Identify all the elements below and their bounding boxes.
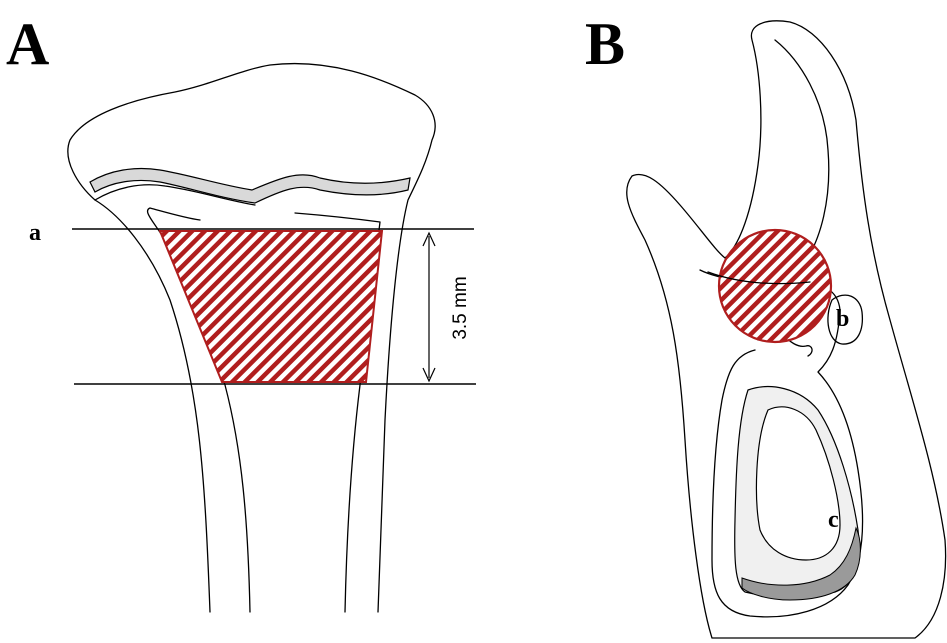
dimension-label: 3.5 mm: [450, 276, 471, 339]
hatched-circle-b: [719, 230, 831, 342]
upper-spike: [775, 40, 829, 262]
label-a: a: [29, 220, 41, 246]
panel-b: B b c: [585, 11, 946, 638]
label-b: b: [836, 306, 849, 332]
panel-b-letter: B: [585, 11, 625, 77]
panel-a: A 3.5 mm a: [6, 11, 476, 612]
label-c: c: [828, 507, 839, 533]
hatched-region-a: [160, 231, 382, 382]
panel-a-letter: A: [6, 11, 49, 77]
